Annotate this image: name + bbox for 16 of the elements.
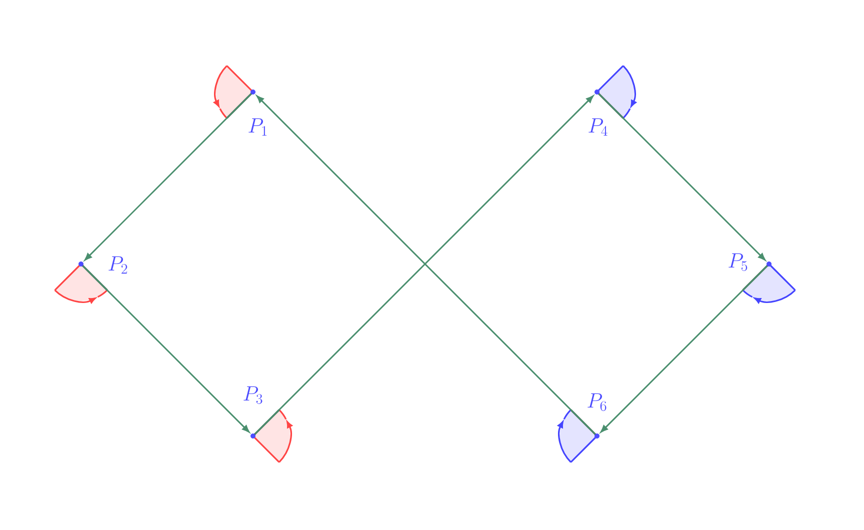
labeled-point: $P_4$ [588, 90, 608, 136]
labeled-point: $P_6$ [588, 393, 606, 438]
node-label: $P_3$ [244, 386, 262, 404]
labeled-point: $P_1$ [248, 90, 267, 136]
labeled-point: $P_3$ [244, 386, 262, 438]
labeled-point: $P_2$ [78, 256, 128, 274]
arrow [82, 265, 250, 432]
node-label: $P_2$ [108, 256, 128, 274]
arrow [600, 265, 768, 432]
arrow [598, 93, 766, 260]
node-label: $P_6$ [588, 393, 606, 411]
labeled-point: $P_5$ [728, 253, 772, 271]
node-label: $P_1$ [248, 118, 267, 136]
node-label: $P_4$ [588, 118, 608, 136]
node-label: $P_5$ [728, 253, 748, 271]
arrow [84, 93, 252, 260]
